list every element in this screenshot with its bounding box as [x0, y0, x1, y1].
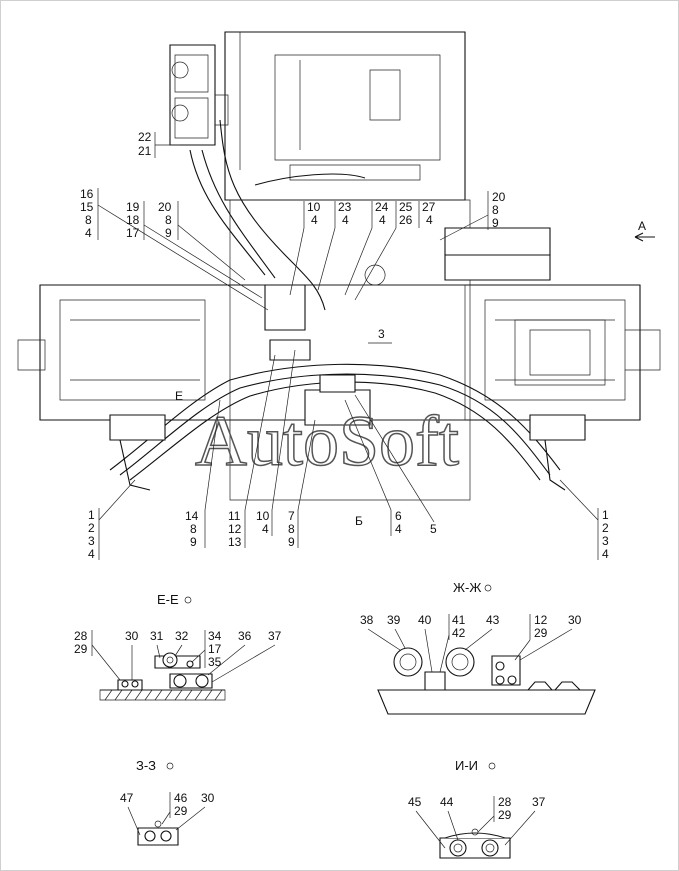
svg-text:9: 9 — [492, 216, 499, 230]
section-zz: З-З 47 46 29 30 — [120, 758, 215, 846]
svg-text:21: 21 — [138, 144, 152, 158]
callout-group: 22 21 16 15 8 4 19 18 17 20 8 9 10 4 23 … — [80, 130, 609, 561]
svg-text:15: 15 — [80, 200, 94, 214]
view-arrow-a: А — [634, 219, 655, 242]
svg-text:4: 4 — [262, 522, 269, 536]
svg-text:3: 3 — [88, 534, 95, 548]
svg-text:27: 27 — [422, 200, 436, 214]
svg-text:9: 9 — [190, 535, 197, 549]
svg-text:4: 4 — [426, 213, 433, 227]
marker-b: Б — [355, 514, 363, 528]
svg-text:4: 4 — [311, 213, 318, 227]
svg-text:4: 4 — [88, 547, 95, 561]
svg-text:29: 29 — [534, 626, 548, 640]
marker-3: 3 — [378, 327, 385, 341]
svg-text:1: 1 — [88, 508, 95, 522]
svg-text:4: 4 — [342, 213, 349, 227]
svg-text:8: 8 — [492, 203, 499, 217]
svg-text:7: 7 — [288, 509, 295, 523]
section-ii: И-И 45 44 28 29 37 — [408, 758, 546, 859]
svg-text:1: 1 — [602, 508, 609, 522]
marker-e: Е — [175, 389, 183, 403]
svg-text:З-З: З-З — [136, 758, 156, 773]
svg-text:47: 47 — [120, 791, 134, 805]
svg-text:44: 44 — [440, 795, 454, 809]
svg-text:2: 2 — [88, 521, 95, 535]
svg-text:34: 34 — [208, 629, 222, 643]
svg-text:16: 16 — [80, 187, 94, 201]
watermark: AutoSoft — [195, 401, 459, 481]
svg-text:41: 41 — [452, 613, 466, 627]
svg-text:35: 35 — [208, 655, 222, 669]
svg-text:29: 29 — [74, 642, 88, 656]
svg-text:32: 32 — [175, 629, 189, 643]
svg-text:4: 4 — [395, 522, 402, 536]
svg-text:8: 8 — [165, 213, 172, 227]
svg-text:Ж-Ж: Ж-Ж — [453, 580, 481, 595]
svg-text:И-И: И-И — [455, 758, 478, 773]
svg-text:37: 37 — [268, 629, 282, 643]
svg-text:10: 10 — [256, 509, 270, 523]
svg-text:17: 17 — [126, 226, 140, 240]
svg-text:8: 8 — [85, 213, 92, 227]
svg-text:Е-Е: Е-Е — [157, 592, 179, 607]
svg-text:10: 10 — [307, 200, 321, 214]
svg-text:30: 30 — [568, 613, 582, 627]
svg-text:24: 24 — [375, 200, 389, 214]
svg-text:8: 8 — [288, 522, 295, 536]
svg-text:3: 3 — [602, 534, 609, 548]
svg-text:14: 14 — [185, 509, 199, 523]
svg-text:26: 26 — [399, 213, 413, 227]
svg-text:20: 20 — [492, 190, 506, 204]
svg-text:28: 28 — [74, 629, 88, 643]
svg-text:18: 18 — [126, 213, 140, 227]
svg-text:31: 31 — [150, 629, 164, 643]
svg-text:17: 17 — [208, 642, 222, 656]
section-ee: Е-Е 28 29 30 31 32 34 17 35 36 37 — [74, 592, 282, 701]
svg-text:13: 13 — [228, 535, 242, 549]
svg-text:9: 9 — [288, 535, 295, 549]
svg-text:45: 45 — [408, 795, 422, 809]
svg-text:40: 40 — [418, 613, 432, 627]
svg-text:43: 43 — [486, 613, 500, 627]
svg-text:2: 2 — [602, 521, 609, 535]
svg-text:25: 25 — [399, 200, 413, 214]
svg-text:29: 29 — [498, 808, 512, 822]
svg-text:4: 4 — [602, 547, 609, 561]
svg-text:12: 12 — [228, 522, 242, 536]
svg-text:12: 12 — [534, 613, 548, 627]
svg-text:11: 11 — [228, 509, 241, 523]
svg-text:6: 6 — [395, 509, 402, 523]
svg-text:20: 20 — [158, 200, 172, 214]
svg-text:28: 28 — [498, 795, 512, 809]
svg-text:23: 23 — [338, 200, 352, 214]
svg-text:46: 46 — [174, 791, 188, 805]
svg-text:4: 4 — [379, 213, 386, 227]
svg-text:9: 9 — [165, 226, 172, 240]
section-zhzh: Ж-Ж 38 39 40 41 42 43 12 29 30 — [360, 580, 596, 715]
svg-text:30: 30 — [201, 791, 215, 805]
svg-text:22: 22 — [138, 130, 152, 144]
svg-text:8: 8 — [190, 522, 197, 536]
svg-text:А: А — [638, 219, 646, 233]
svg-text:42: 42 — [452, 626, 466, 640]
svg-text:5: 5 — [430, 522, 437, 536]
svg-text:36: 36 — [238, 629, 252, 643]
svg-text:30: 30 — [125, 629, 139, 643]
svg-text:38: 38 — [360, 613, 374, 627]
svg-text:29: 29 — [174, 804, 188, 818]
svg-text:19: 19 — [126, 200, 140, 214]
svg-text:37: 37 — [532, 795, 546, 809]
svg-text:4: 4 — [85, 226, 92, 240]
svg-text:39: 39 — [387, 613, 401, 627]
main-assembly — [17, 31, 661, 501]
